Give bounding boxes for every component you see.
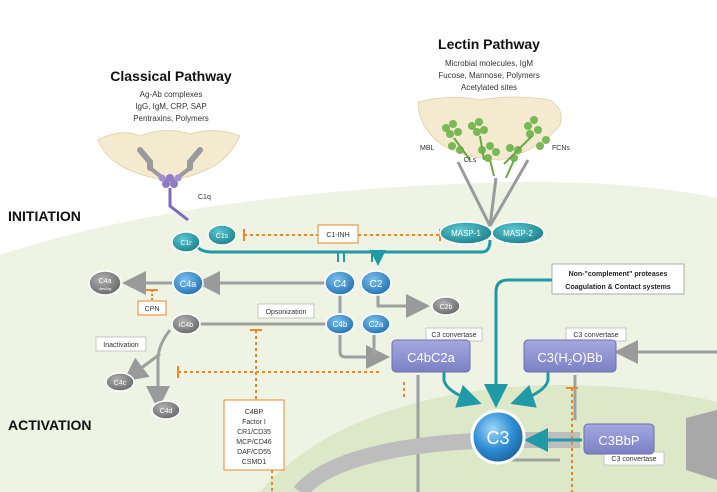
teal-arrow-c3h2obb-c3 — [510, 372, 550, 408]
c2a-node[interactable] — [361, 313, 391, 335]
lectin-molecules-icon — [442, 116, 550, 179]
cls-label: CLs — [464, 157, 477, 164]
c4a-desarg-node[interactable] — [88, 270, 122, 296]
ic4b-label: iC4b — [179, 322, 194, 329]
regulator-lines — [178, 330, 573, 492]
regulators-box — [223, 399, 285, 471]
lectin-stem-lines — [456, 159, 530, 227]
lectin-trigger-1: Microbial molecules, IgM — [445, 59, 533, 68]
c3h2obb-post: O)Bb — [572, 350, 602, 365]
c3-convertase-label-3: C3 convertase — [611, 456, 656, 463]
cpn-label: CPN — [145, 306, 160, 313]
teal-arrow-c4bc2a-c3 — [442, 372, 482, 408]
c4-label: C4 — [334, 279, 347, 290]
masp2-label: MASP-2 — [503, 229, 533, 238]
initiation-heading: INITIATION — [8, 208, 81, 224]
grey-arrows — [122, 271, 717, 492]
c3-convertase-label-2: C3 convertase — [573, 332, 618, 339]
teal-arrows-c4 — [337, 252, 378, 262]
c4a-node[interactable] — [172, 270, 204, 296]
c1s-label: C1s — [216, 233, 229, 240]
classical-pathway-title: Classical Pathway — [110, 68, 232, 84]
c4b-label: C4b — [333, 320, 348, 329]
regulator-5: DAF/CD55 — [237, 449, 271, 456]
c4a-desarg-top: C4a — [99, 278, 112, 285]
lectin-trigger-3: Acetylated sites — [461, 83, 517, 92]
teal-main-path — [194, 239, 492, 254]
c3h2obb-pre: C3(H — [537, 350, 567, 365]
c2a-label: C2a — [369, 320, 384, 329]
inactivation-label: Inactivation — [103, 342, 139, 349]
classical-surface — [97, 130, 241, 181]
classical-trigger-2: IgG, IgM, CRP, SAP — [135, 102, 206, 111]
c3bbp-complex[interactable] — [583, 423, 655, 455]
c1r-label: C1r — [180, 240, 192, 247]
c1-inh-label: C1-INH — [326, 232, 349, 239]
mbl-label: MBL — [420, 145, 435, 152]
c2-node[interactable] — [360, 270, 392, 296]
regulator-6: CSMD1 — [242, 459, 267, 466]
fcns-label: FCNs — [552, 145, 570, 152]
ic4b-node[interactable] — [171, 313, 201, 335]
c3-label: C3 — [486, 428, 509, 448]
c1-inh-box — [317, 224, 359, 244]
masp1-label: MASP-1 — [451, 229, 481, 238]
c2-label: C2 — [370, 279, 383, 290]
teal-arrow-proteases-c3 — [484, 278, 552, 408]
c3h2obb-label: C3(H2O)Bb — [537, 350, 602, 367]
c1s-node[interactable] — [207, 224, 237, 246]
activation-heading: ACTIVATION — [8, 417, 91, 433]
proteases-line-2: Coagulation & Contact systems — [565, 284, 671, 291]
c4c-label: C4c — [114, 380, 127, 387]
c1q-label: C1q — [198, 194, 211, 201]
proteases-line-1: Non-"complement" proteases — [569, 271, 668, 278]
c3-convertase-label-1: C3 convertase — [431, 332, 476, 339]
c4d-label: C4d — [160, 408, 173, 415]
c4a-label: C4a — [180, 279, 197, 289]
classical-trigger-1: Ag-Ab complexes — [140, 90, 203, 99]
opsonization-label: Opsonization — [266, 309, 307, 316]
lectin-trigger-2: Fucose, Mannose, Polymers — [438, 71, 539, 80]
masp2-node[interactable] — [491, 221, 545, 245]
c3h2obb-complex[interactable] — [523, 339, 617, 373]
c4-node[interactable] — [324, 270, 356, 296]
c2b-label: C2b — [440, 304, 453, 311]
cpn-box — [137, 300, 167, 316]
c4bc2a-complex[interactable] — [391, 339, 471, 373]
c1r-node[interactable] — [171, 231, 201, 253]
c4a-desarg-bottom: desArg — [99, 286, 112, 291]
c1q-icon — [137, 147, 203, 222]
regulator-4: MCP/CD46 — [236, 439, 272, 446]
classical-trigger-3: Pentraxins, Polymers — [133, 114, 209, 123]
lectin-pathway-title: Lectin Pathway — [438, 36, 540, 52]
proteases-box — [551, 263, 685, 295]
big-arrowhead — [686, 410, 717, 480]
c2b-node[interactable] — [431, 296, 461, 316]
c4c-node[interactable] — [105, 372, 135, 392]
inactivation-box — [95, 336, 147, 352]
c3h2obb-sub: 2 — [568, 358, 573, 367]
c4b-node[interactable] — [325, 313, 355, 335]
c4bc2a-label: C4bC2a — [407, 350, 455, 365]
opsonization-box — [257, 303, 315, 319]
regulator-2: Factor I — [242, 419, 266, 426]
regulator-1: C4BP — [245, 409, 264, 416]
c4d-node[interactable] — [151, 400, 181, 420]
c3-node[interactable] — [470, 409, 526, 465]
c3bbp-label: C3BbP — [598, 433, 639, 448]
regulator-3: CR1/CD35 — [237, 429, 271, 436]
